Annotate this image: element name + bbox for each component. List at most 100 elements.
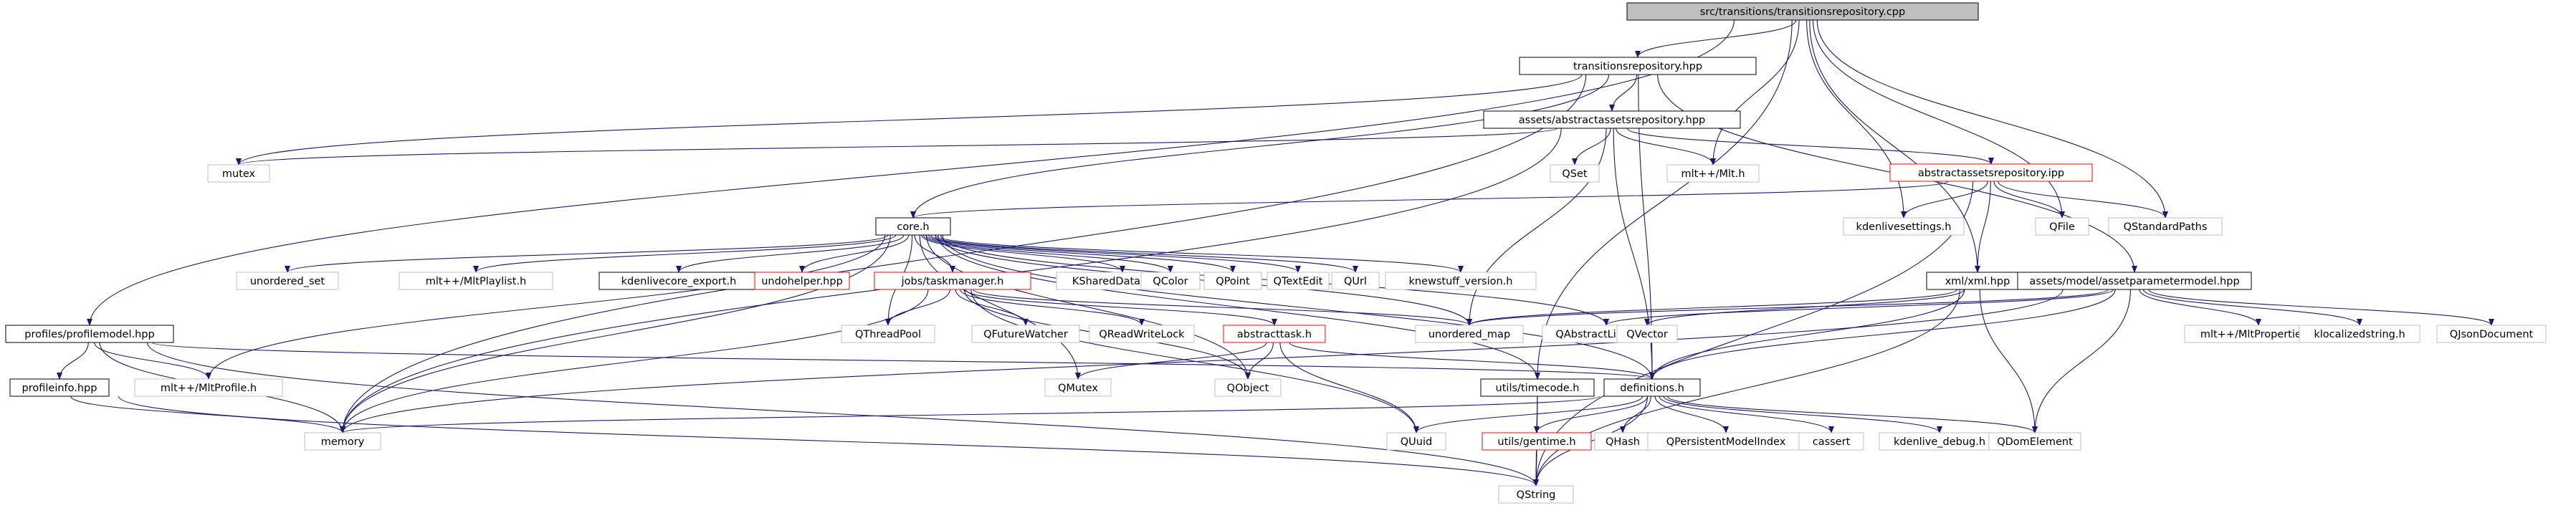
node-unordered_set[interactable]: unordered_set: [236, 272, 339, 290]
node-box-qcolor[interactable]: [1140, 272, 1201, 290]
node-box-qthreadpool[interactable]: [841, 325, 935, 343]
node-box-klocalizedstring[interactable]: [2299, 325, 2420, 343]
node-undohelper[interactable]: undohelper.hpp: [754, 272, 850, 290]
node-box-mltprofile[interactable]: [134, 378, 283, 397]
node-box-qset[interactable]: [1550, 164, 1600, 183]
node-box-abstractassetsipp[interactable]: [1889, 163, 2093, 182]
edge-abstractassetsipp-to-xmlhpp: [1975, 181, 1991, 273]
node-box-unordered_set[interactable]: [236, 272, 339, 290]
node-kdenlive_debug[interactable]: kdenlive_debug.h: [1879, 432, 2000, 451]
node-qurl[interactable]: QUrl: [1331, 272, 1380, 290]
node-qdomelement[interactable]: QDomElement: [1988, 432, 2081, 451]
node-box-qfuturewatcher[interactable]: [971, 325, 1080, 343]
node-box-abstracttask[interactable]: [1223, 325, 1326, 343]
node-box-mltplaylist[interactable]: [399, 272, 553, 290]
node-box-qstring[interactable]: [1498, 485, 1574, 504]
node-box-assetparammodel[interactable]: [2017, 272, 2252, 290]
node-abstractassetsrepo[interactable]: assets/abstractassetsrepository.hpp: [1483, 110, 1741, 129]
node-klocalizedstring[interactable]: klocalizedstring.h: [2299, 325, 2420, 343]
node-box-kdenlivesettings[interactable]: [1843, 217, 1965, 236]
node-box-qurl[interactable]: [1331, 272, 1380, 290]
node-box-qreadwritelock[interactable]: [1089, 325, 1195, 343]
node-box-definitions[interactable]: [1603, 378, 1701, 397]
node-qset[interactable]: QSet: [1550, 164, 1600, 183]
node-box-kdenlivecore_export[interactable]: [598, 272, 759, 290]
node-box-qjsondocument[interactable]: [2436, 325, 2547, 343]
node-box-gentime[interactable]: [1482, 432, 1592, 451]
node-qreadwritelock[interactable]: QReadWriteLock: [1089, 325, 1195, 343]
node-box-qpersistentmodelindex[interactable]: [1647, 432, 1805, 451]
node-box-root[interactable]: [1626, 2, 1979, 21]
node-quuid[interactable]: QUuid: [1386, 432, 1446, 451]
node-root[interactable]: src/transitions/transitionsrepository.cp…: [1626, 2, 1979, 21]
node-box-qhash[interactable]: [1594, 432, 1651, 451]
node-box-qstandardpaths[interactable]: [2108, 217, 2223, 236]
edge-definitions-to-qstring: [1533, 396, 1649, 487]
node-box-quuid[interactable]: [1386, 432, 1446, 451]
node-kdenlivesettings[interactable]: kdenlivesettings.h: [1843, 217, 1965, 236]
node-box-coreh[interactable]: [875, 217, 951, 236]
node-qvector[interactable]: QVector: [1616, 325, 1678, 343]
node-qtextedit[interactable]: QTextEdit: [1266, 272, 1330, 290]
node-mltpp[interactable]: mlt++/Mlt.h: [1666, 164, 1760, 183]
node-qthreadpool[interactable]: QThreadPool: [841, 325, 935, 343]
node-qhash[interactable]: QHash: [1594, 432, 1651, 451]
node-box-taskmanager[interactable]: [874, 272, 1031, 290]
node-knewstuff[interactable]: knewstuff_version.h: [1385, 272, 1537, 290]
node-kdenlivecore_export[interactable]: kdenlivecore_export.h: [598, 272, 759, 290]
node-qcolor[interactable]: QColor: [1140, 272, 1201, 290]
node-timecode[interactable]: utils/timecode.h: [1480, 378, 1595, 397]
node-box-qdomelement[interactable]: [1988, 432, 2081, 451]
node-qpersistentmodelindex[interactable]: QPersistentModelIndex: [1647, 432, 1805, 451]
node-abstracttask[interactable]: abstracttask.h: [1223, 325, 1326, 343]
node-gentime[interactable]: utils/gentime.h: [1482, 432, 1592, 451]
node-taskmanager[interactable]: jobs/taskmanager.h: [874, 272, 1031, 290]
node-box-unordered_map[interactable]: [1415, 325, 1524, 343]
node-box-mltpp[interactable]: [1666, 164, 1760, 183]
node-box-qmutex[interactable]: [1044, 378, 1112, 397]
node-qstandardpaths[interactable]: QStandardPaths: [2108, 217, 2223, 236]
edge-abstracttask-to-quuid: [1279, 342, 1419, 433]
edge-abstractassetsrepo-to-unordered_map: [1466, 128, 1607, 326]
node-qfile[interactable]: QFile: [2035, 217, 2089, 236]
node-box-timecode[interactable]: [1480, 378, 1595, 397]
node-qjsondocument[interactable]: QJsonDocument: [2436, 325, 2547, 343]
node-qmutex[interactable]: QMutex: [1044, 378, 1112, 397]
node-box-qvector[interactable]: [1616, 325, 1678, 343]
node-box-kdenlive_debug[interactable]: [1879, 432, 2000, 451]
node-box-profileinfo[interactable]: [9, 378, 110, 397]
node-qfuturewatcher[interactable]: QFutureWatcher: [971, 325, 1080, 343]
node-definitions[interactable]: definitions.h: [1603, 378, 1701, 397]
node-box-abstractassetsrepo[interactable]: [1483, 110, 1741, 129]
node-mltprofile[interactable]: mlt++/MltProfile.h: [134, 378, 283, 397]
node-memory[interactable]: memory: [304, 432, 381, 451]
node-box-profilemodel[interactable]: [5, 325, 174, 343]
node-abstractassetsipp[interactable]: abstractassetsrepository.ipp: [1889, 163, 2093, 182]
node-coreh[interactable]: core.h: [875, 217, 951, 236]
node-qpoint[interactable]: QPoint: [1203, 272, 1262, 290]
node-box-mutex[interactable]: [207, 164, 270, 183]
node-transitionsrepo[interactable]: transitionsrepository.hpp: [1519, 57, 1757, 75]
node-box-qobject[interactable]: [1214, 378, 1282, 397]
node-box-knewstuff[interactable]: [1385, 272, 1537, 290]
node-assetparammodel[interactable]: assets/model/assetparametermodel.hpp: [2017, 272, 2252, 290]
node-mutex[interactable]: mutex: [207, 164, 270, 183]
node-profileinfo[interactable]: profileinfo.hpp: [9, 378, 110, 397]
dependency-edges: [57, 19, 2494, 487]
node-box-cassert[interactable]: [1798, 432, 1864, 451]
node-box-transitionsrepo[interactable]: [1519, 57, 1757, 75]
node-xmlhpp[interactable]: xml/xml.hpp: [1926, 272, 2029, 290]
node-qstring[interactable]: QString: [1498, 485, 1574, 504]
edge-coreh-to-taskmanager: [914, 234, 955, 273]
node-box-xmlhpp[interactable]: [1926, 272, 2029, 290]
node-profilemodel[interactable]: profiles/profilemodel.hpp: [5, 325, 174, 343]
node-box-qfile[interactable]: [2035, 217, 2089, 236]
node-unordered_map[interactable]: unordered_map: [1415, 325, 1524, 343]
node-qobject[interactable]: QObject: [1214, 378, 1282, 397]
node-cassert[interactable]: cassert: [1798, 432, 1864, 451]
node-box-memory[interactable]: [304, 432, 381, 451]
node-box-qtextedit[interactable]: [1266, 272, 1330, 290]
node-mltplaylist[interactable]: mlt++/MltPlaylist.h: [399, 272, 553, 290]
node-box-qpoint[interactable]: [1203, 272, 1262, 290]
node-box-undohelper[interactable]: [754, 272, 850, 290]
